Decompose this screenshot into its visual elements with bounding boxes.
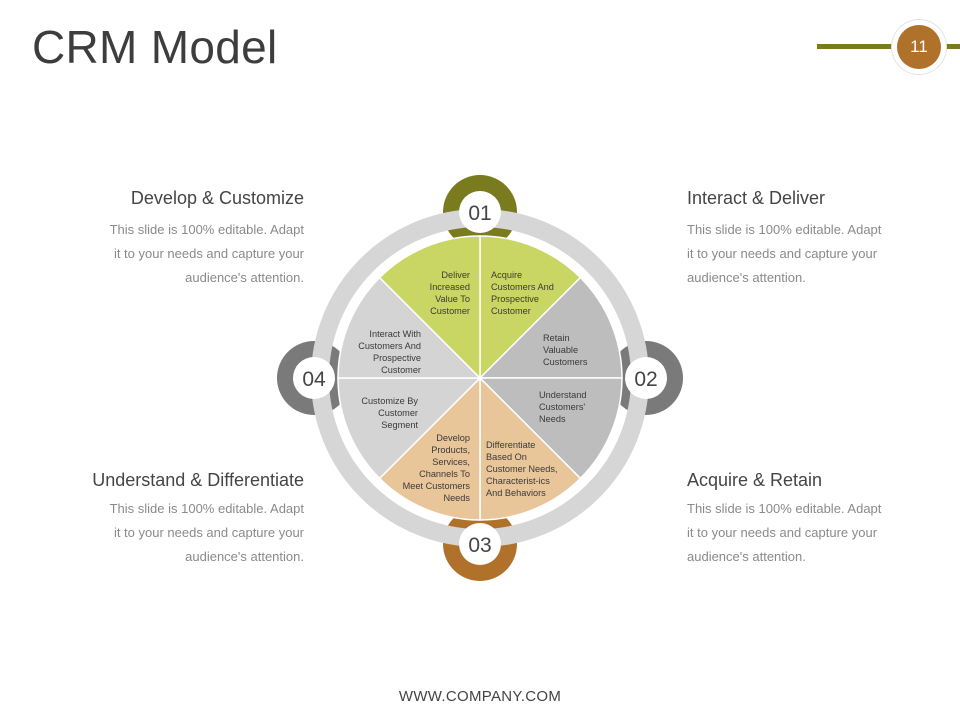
segment-label-line: Differentiate xyxy=(486,440,535,450)
heading-acquire-retain: Acquire & Retain xyxy=(687,470,823,490)
segment-label-line: Valuable xyxy=(543,345,578,355)
description-line: audience's attention. xyxy=(687,270,806,285)
segment-label-line: Characterist-ics xyxy=(486,476,550,486)
description-line: audience's attention. xyxy=(687,549,806,564)
description-line: audience's attention. xyxy=(185,270,304,285)
page-number-badge: 11 xyxy=(892,20,946,74)
description-bottom-right: This slide is 100% editable. Adapt it to… xyxy=(687,497,907,569)
description-line: This slide is 100% editable. Adapt xyxy=(109,222,304,237)
segment-label-line: Segment xyxy=(381,420,418,430)
description-top-left: This slide is 100% editable. Adapt it to… xyxy=(84,218,304,290)
segment-label-line: Customers xyxy=(543,357,588,367)
pie-segment-6 xyxy=(337,377,482,480)
pie-segment-2 xyxy=(478,276,623,379)
description-line: This slide is 100% editable. Adapt xyxy=(687,501,882,516)
pie-segment-3 xyxy=(478,377,623,480)
segment-label-line: Increased xyxy=(430,282,470,292)
heading-interact-deliver: Interact & Deliver xyxy=(687,188,826,208)
segment-label-line: Value To xyxy=(435,294,470,304)
pie-segment-7 xyxy=(337,276,482,379)
pie-segment-5 xyxy=(378,376,481,521)
slide-title: CRM Model xyxy=(32,21,278,73)
segment-label-line: Customer xyxy=(381,365,421,375)
segment-label-line: Services, xyxy=(432,457,470,467)
segment-label-line: Interact With xyxy=(369,329,421,339)
node-03-number: 03 xyxy=(468,534,491,557)
heading-develop-customize: Develop & Customize xyxy=(130,188,304,208)
segment-label-line: Acquire xyxy=(491,270,522,280)
page-number: 11 xyxy=(897,25,941,69)
description-line: This slide is 100% editable. Adapt xyxy=(109,501,304,516)
segment-label-line: Retain xyxy=(543,333,570,343)
node-03-inner xyxy=(459,523,501,565)
pie-segment-4 xyxy=(479,376,582,521)
segment-label-line: Customer xyxy=(491,306,531,316)
segment-label-line: Customer xyxy=(430,306,470,316)
description-line: it to your needs and capture your xyxy=(687,525,878,540)
title-accent-line xyxy=(817,44,960,49)
segment-label-line: Customer Needs, xyxy=(486,464,558,474)
segment-label-line: Prospective xyxy=(373,353,421,363)
node-04-inner xyxy=(293,357,335,399)
segment-label-line: And Behaviors xyxy=(486,488,546,498)
segment-label-line: Meet Customers xyxy=(403,481,471,491)
heading-understand-differentiate: Understand & Differentiate xyxy=(92,470,304,490)
node-02-number: 02 xyxy=(634,368,657,391)
description-top-right: This slide is 100% editable. Adapt it to… xyxy=(687,218,907,290)
segment-label-line: Products, xyxy=(431,445,470,455)
node-04-number: 04 xyxy=(302,368,326,391)
description-line: it to your needs and capture your xyxy=(113,525,304,540)
segment-label-line: Deliver xyxy=(441,270,470,280)
segment-label-line: Based On xyxy=(486,452,527,462)
segment-label-line: Channels To xyxy=(419,469,470,479)
segment-label-line: Customers And xyxy=(358,341,421,351)
node-01-inner xyxy=(459,191,501,233)
segment-label-line: Needs xyxy=(539,414,566,424)
segment-label-line: Prospective xyxy=(491,294,539,304)
segment-label-line: Develop xyxy=(436,433,470,443)
description-line: audience's attention. xyxy=(185,549,304,564)
segment-label-line: Understand xyxy=(539,390,587,400)
description-line: it to your needs and capture your xyxy=(113,246,304,261)
node-02-inner xyxy=(625,357,667,399)
pie-segment-1 xyxy=(479,235,582,380)
segment-label-line: Customize By xyxy=(361,396,418,406)
footer-url: WWW.COMPANY.COM xyxy=(398,688,562,705)
pie-segment-8 xyxy=(378,235,481,380)
description-line: it to your needs and capture your xyxy=(687,246,878,261)
segment-label-line: Customers And xyxy=(491,282,554,292)
segment-label-line: Customers' xyxy=(539,402,585,412)
description-line: This slide is 100% editable. Adapt xyxy=(687,222,882,237)
segment-label-line: Customer xyxy=(378,408,418,418)
description-bottom-left: This slide is 100% editable. Adapt it to… xyxy=(84,497,304,569)
segment-label-line: Needs xyxy=(443,493,470,503)
node-01-number: 01 xyxy=(468,202,491,225)
